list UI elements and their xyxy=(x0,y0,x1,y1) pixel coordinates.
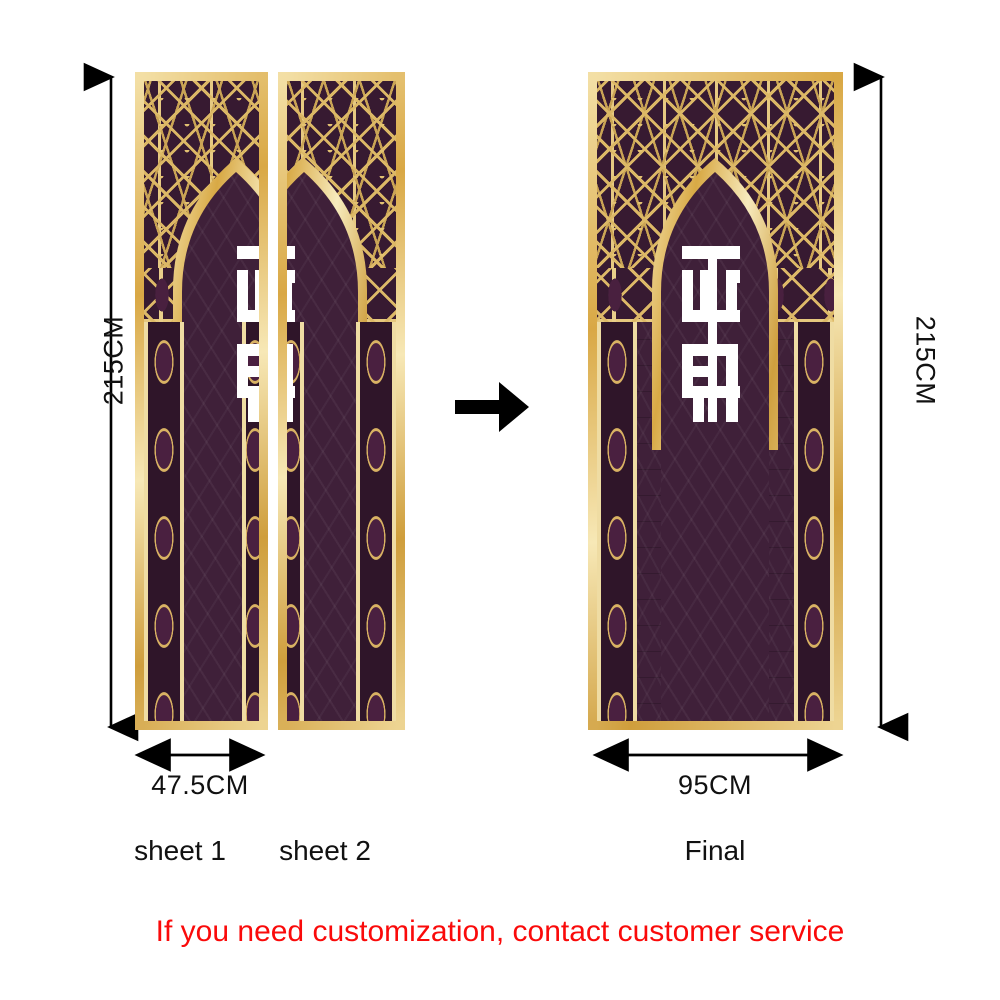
caption-final: Final xyxy=(684,835,746,866)
right-height-label: 215CM xyxy=(910,315,941,406)
right-arrow-icon xyxy=(455,382,529,432)
caption-sheet-2: sheet 2 xyxy=(279,835,371,866)
caption-sheet-1: sheet 1 xyxy=(134,835,226,866)
kufic-calligraphy xyxy=(660,240,770,430)
left-height-label: 215CM xyxy=(98,315,129,406)
customization-notice: If you need customization, contact custo… xyxy=(155,915,845,948)
kufic-calligraphy xyxy=(278,240,325,430)
bottom-gold-rail xyxy=(135,721,268,730)
left-width-dimension-arrow xyxy=(134,738,266,772)
final-panel xyxy=(588,72,843,730)
sheet-split-seam xyxy=(268,72,278,730)
bottom-gold-rail xyxy=(278,721,405,730)
right-height-dimension-arrow xyxy=(853,62,909,742)
arch-inner-field xyxy=(652,150,778,730)
right-width-label: 95CM xyxy=(677,770,753,800)
left-panel-group xyxy=(135,72,405,730)
bottom-gold-rail xyxy=(588,721,843,730)
right-width-dimension-arrow xyxy=(592,738,844,772)
left-height-dimension-arrow xyxy=(83,62,139,742)
right-side-column xyxy=(794,322,834,721)
left-width-label: 47.5CM xyxy=(151,770,249,800)
sheet-2-panel xyxy=(278,72,405,730)
kufic-calligraphy xyxy=(215,240,268,430)
left-side-column xyxy=(597,322,637,721)
left-side-column xyxy=(144,322,184,721)
mihrab-arch xyxy=(652,150,778,730)
right-side-column xyxy=(356,322,396,721)
sheet-1-panel xyxy=(135,72,268,730)
